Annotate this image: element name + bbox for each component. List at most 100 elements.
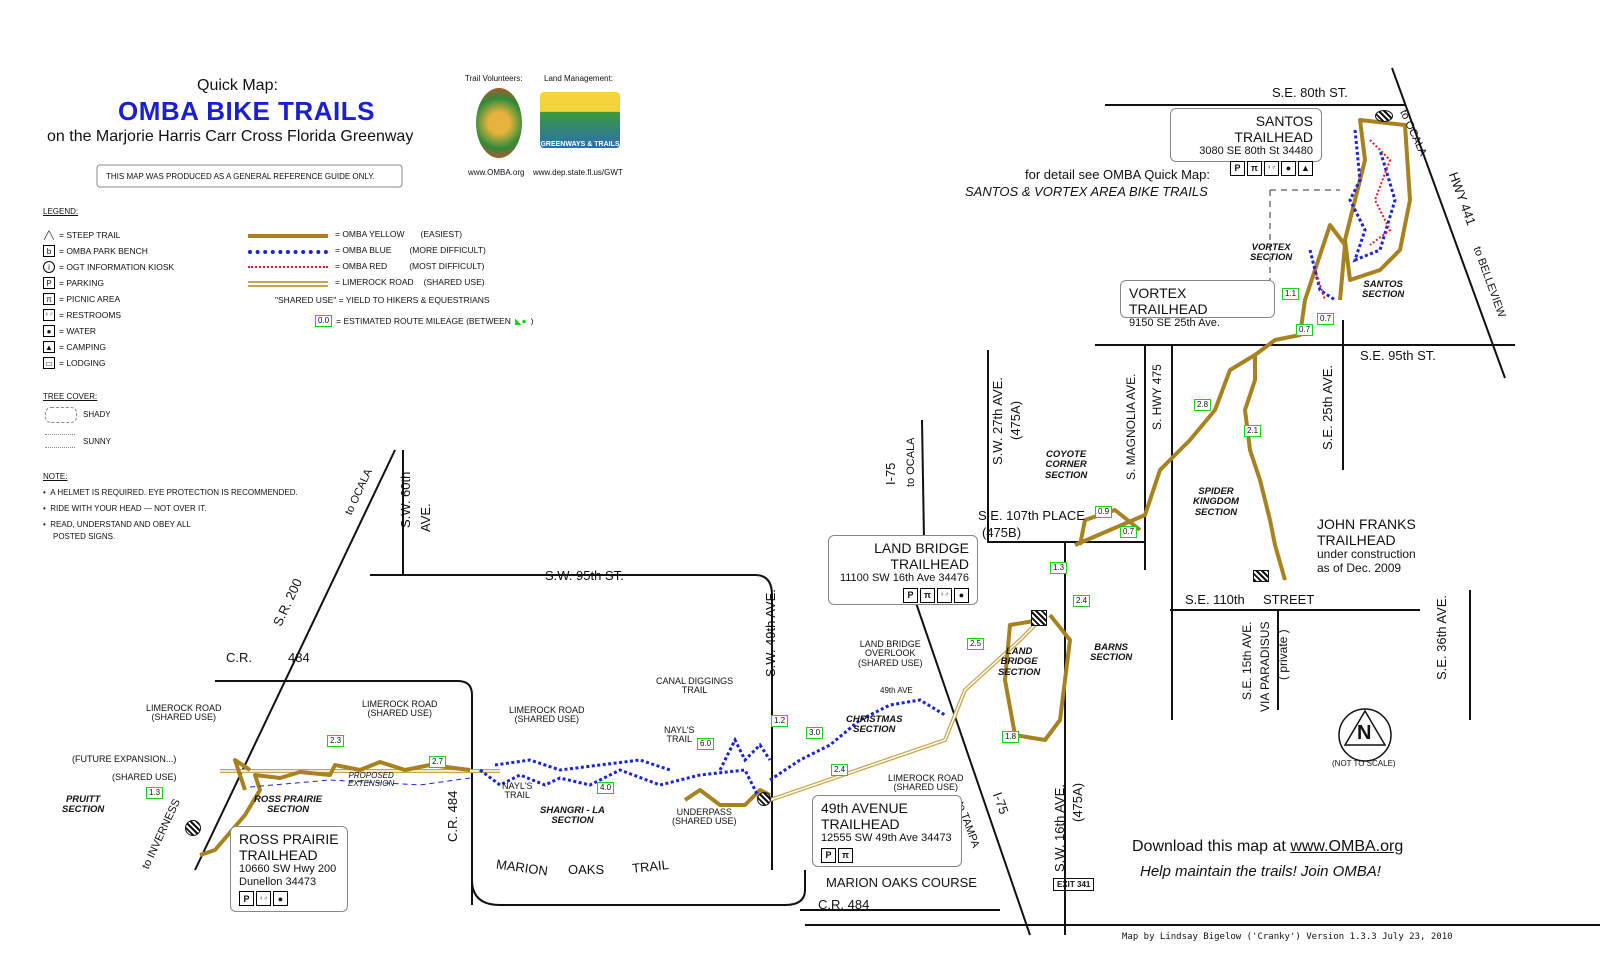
land-bridge-name-1: LAND BRIDGE xyxy=(874,540,969,556)
mileage-marker: 2.4 xyxy=(1073,595,1091,607)
restroom-icon: ♀♂ xyxy=(43,309,55,321)
canal-blue xyxy=(718,736,772,771)
santos-detail-dash xyxy=(1269,189,1340,320)
north-arrow-letter: N xyxy=(1357,722,1372,744)
map-title: OMBA BIKE TRAILS xyxy=(118,96,375,126)
road-hwy475: S. HWY 475 xyxy=(1150,364,1164,430)
legend-limerock-swatch xyxy=(248,281,328,287)
lodging-icon: ▭ xyxy=(43,357,55,369)
john-franks-trailhead: JOHN FRANKS TRAILHEAD under construction… xyxy=(1317,516,1416,576)
vortex-trailhead-name: VORTEX TRAILHEAD xyxy=(1129,285,1208,318)
camping-icon: ▲ xyxy=(43,341,55,353)
vortex-blue xyxy=(1308,249,1336,302)
road-sw49: S.W. 49th AVE. xyxy=(763,589,778,677)
legend-yellow-swatch xyxy=(248,234,328,238)
restroom-icon: ♀♂ xyxy=(1264,160,1279,176)
road-sw16: S.W. 16th AVE. xyxy=(1052,784,1067,872)
section-pruitt: PRUITT SECTION xyxy=(62,794,105,816)
ross-trailhead-box[interactable]: ROSS PRAIRIE TRAILHEAD 10660 SW Hwy 200 … xyxy=(230,826,348,912)
road-marion-oaks-course: MARION OAKS COURSE xyxy=(826,875,977,890)
section-santos: SANTOS SECTION xyxy=(1362,279,1405,301)
santos-trailhead-box[interactable]: SANTOS TRAILHEAD 3080 SE 80th St 34480 P… xyxy=(1170,108,1322,176)
mileage-marker: 0.7 xyxy=(1317,313,1335,325)
note-ride: RIDE WITH YOUR HEAD — NOT OVER IT. xyxy=(50,504,207,513)
shangri-blue xyxy=(479,768,762,801)
detail-note-2: SANTOS & VORTEX AREA BIKE TRAILS xyxy=(965,184,1208,199)
mileage-marker: 0.7 xyxy=(1296,324,1314,336)
sw27-road xyxy=(987,350,1065,543)
sr200-road xyxy=(194,449,396,871)
legend-red-note: (MOST DIFFICULT) xyxy=(409,261,485,271)
mileage-marker: 0.7 xyxy=(1120,526,1138,538)
info-icon: i xyxy=(43,261,55,273)
road-i75: I-75 xyxy=(883,462,898,485)
road-to-ocala-i75: to OCALA xyxy=(905,437,917,487)
mileage-marker: 1.3 xyxy=(1050,562,1068,574)
road-se80: S.E. 80th ST. xyxy=(1272,85,1348,100)
section-coyote: COYOTE CORNER SECTION xyxy=(1045,449,1088,481)
mileage-marker: 2.7 xyxy=(429,756,447,768)
ave49-address: 12555 SW 49th Ave 34473 xyxy=(821,832,952,845)
santos-red xyxy=(1369,139,1392,246)
road-network xyxy=(194,67,1600,936)
download-link[interactable]: www.OMBA.org xyxy=(1290,838,1404,855)
i75-line-a xyxy=(914,599,1031,936)
label-nayls-1: NAYL'S TRAIL xyxy=(502,781,533,801)
detail-note-1: for detail see OMBA Quick Map: xyxy=(1025,167,1210,182)
ave49-name-2: TRAILHEAD xyxy=(821,816,900,833)
note-posted: POSTED SIGNS. xyxy=(53,532,116,541)
note-item: • RIDE WITH YOUR HEAD — NOT OVER IT. xyxy=(43,504,207,513)
christmas-blue xyxy=(769,698,946,782)
legend-mileage-sample: 0.0 xyxy=(315,315,333,327)
road-sw95: S.W. 95th ST. xyxy=(545,568,624,583)
legend: LEGEND: ╱╲= STEEP TRAIL b= OMBA PARK BEN… xyxy=(43,207,563,547)
picnic-icon: π xyxy=(920,587,935,603)
sunny-swatch xyxy=(45,434,75,448)
omba-url[interactable]: www.OMBA.org xyxy=(468,168,525,177)
road-sw27-475a: (475A) xyxy=(1008,400,1023,440)
legend-shared-use: "SHARED USE" = YIELD TO HIKERS & EQUESTR… xyxy=(275,295,490,305)
ross-address-1: 10660 SW Hwy 200 xyxy=(239,863,337,876)
john-franks-l1: JOHN FRANKS xyxy=(1317,516,1416,532)
tree-cover-title: TREE COVER: xyxy=(43,392,98,401)
dep-url[interactable]: www.dep.state.fl.us/GWT xyxy=(533,168,623,177)
label-limerock-1: LIMEROCK ROAD (SHARED USE) xyxy=(146,703,222,723)
label-land-bridge-overlook: LAND BRIDGE OVERLOOK (SHARED USE) xyxy=(858,639,923,668)
note-item: • A HELMET IS REQUIRED. EYE PROTECTION I… xyxy=(43,488,298,497)
parking-icon: P xyxy=(239,891,254,907)
land-bridge-trailhead-box[interactable]: LAND BRIDGE TRAILHEAD 11100 SW 16th Ave … xyxy=(828,535,978,605)
note-item: • READ, UNDERSTAND AND OBEY ALL xyxy=(43,520,191,529)
omba-logo xyxy=(476,88,522,158)
land-bridge-address: 11100 SW 16th Ave 34476 xyxy=(839,572,969,585)
road-se95: S.E. 95th ST. xyxy=(1360,348,1436,363)
compass-arrow xyxy=(1343,709,1387,746)
parking-icon: P xyxy=(43,277,55,289)
camping-icon: ▲ xyxy=(1298,160,1313,176)
road-street: STREET xyxy=(1263,592,1315,607)
land-bridge-marker xyxy=(1031,610,1047,626)
mileage-marker: 0.9 xyxy=(1095,506,1113,518)
legend-blue-label: = OMBA BLUE xyxy=(335,245,392,255)
legend-blue-note: (MORE DIFFICULT) xyxy=(409,245,486,255)
greenways-logo: GREENWAYS & TRAILS xyxy=(540,92,620,148)
vortex-trailhead-box[interactable]: VORTEX TRAILHEAD 9150 SE 25th Ave. xyxy=(1120,280,1275,329)
section-ross-prairie: ROSS PRAIRIE SECTION xyxy=(254,794,323,816)
ave49-trailhead-box[interactable]: 49th AVENUE TRAILHEAD 12555 SW 49th Ave … xyxy=(812,795,962,867)
label-limerock-2: LIMEROCK ROAD (SHARED USE) xyxy=(362,699,438,719)
label-limerock-4: LIMEROCK ROAD (SHARED USE) xyxy=(888,773,964,793)
section-shangri-la: SHANGRI - LA SECTION xyxy=(540,805,605,827)
steep-trail-icon: ╱╲ xyxy=(44,230,54,240)
legend-limerock-note: (SHARED USE) xyxy=(423,277,485,287)
legend-yellow-note: (EASIEST) xyxy=(420,229,463,239)
legend-lodging: = LODGING xyxy=(59,358,106,368)
hwy441-road xyxy=(1391,67,1506,379)
label-limerock-3: LIMEROCK ROAD (SHARED USE) xyxy=(509,705,585,725)
john-franks-l4: as of Dec. 2009 xyxy=(1317,560,1402,575)
red-trails xyxy=(1314,139,1392,301)
road-se15: S.E. 15th AVE. xyxy=(1240,621,1254,701)
shangri-trail-yellow xyxy=(683,788,771,807)
legend-info: = OGT INFORMATION KIOSK xyxy=(59,262,175,272)
label-49th-ave: 49th AVE xyxy=(880,686,913,695)
